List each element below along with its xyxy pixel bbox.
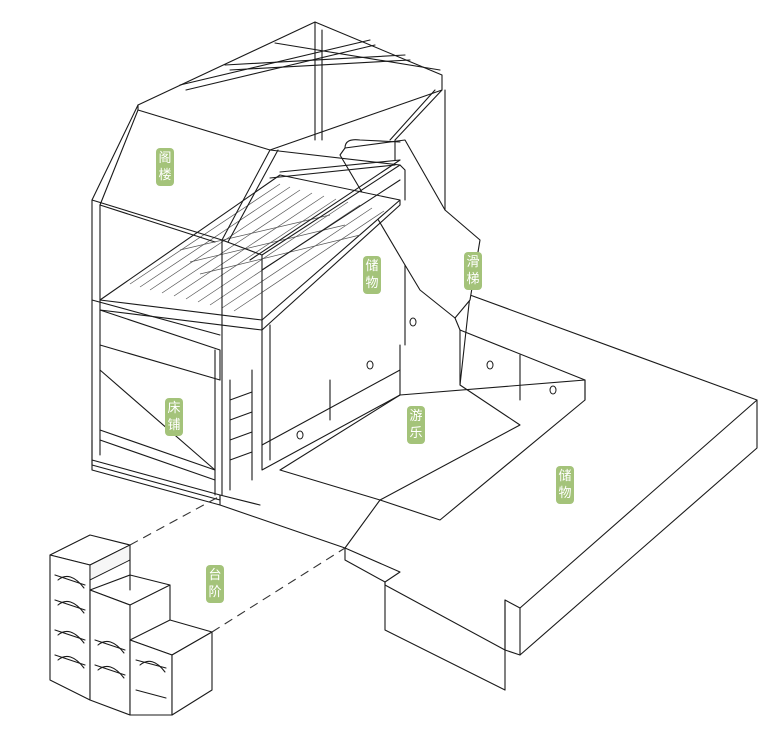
label-storage-platform: 储 物 bbox=[556, 466, 574, 504]
bed-frame bbox=[91, 299, 401, 549]
label-steps: 台 阶 bbox=[206, 565, 224, 603]
step-storage-unit bbox=[49, 534, 213, 716]
label-loft: 阁 楼 bbox=[156, 148, 174, 186]
label-bed: 床 铺 bbox=[165, 398, 183, 436]
label-play: 游 乐 bbox=[407, 406, 425, 444]
slide bbox=[339, 89, 481, 346]
platform bbox=[279, 294, 758, 691]
roof-frame bbox=[91, 21, 443, 351]
upper-bunk bbox=[99, 159, 406, 331]
placement-guides bbox=[129, 494, 346, 633]
label-slide: 滑 梯 bbox=[464, 252, 482, 290]
label-storage-upper: 储 物 bbox=[363, 256, 381, 294]
